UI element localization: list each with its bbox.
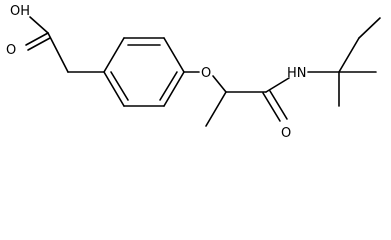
- hydroxyl-label: OH: [10, 4, 30, 19]
- bond-c-ethyl: [338, 37, 360, 73]
- bond-carbonyl-o-2: [269, 90, 288, 120]
- benzene-ring: [103, 37, 185, 107]
- ring-bond-1: [103, 37, 125, 73]
- ring-bond-6: [103, 71, 125, 107]
- propanamide-chain: [205, 77, 290, 127]
- bond-ethyl-ch3: [358, 17, 381, 39]
- ether-oxygen-label: O: [201, 66, 211, 81]
- ring-inner-double-2: [159, 71, 178, 101]
- bond-c-o-double-1: [25, 32, 49, 46]
- bond-c-oh: [29, 16, 49, 34]
- ring-bond-4: [163, 71, 185, 107]
- bond-acid-c-ch2: [47, 32, 69, 73]
- acid-carbonyl-oxygen-label: O: [6, 43, 16, 58]
- chemical-structure-diagram: OH O O HN O: [6, 4, 381, 141]
- tert-amyl-group: [307, 17, 381, 107]
- carboxylic-acid-group: [25, 16, 105, 73]
- bond-o-ch: [212, 75, 227, 93]
- bond-carbonyl-o-1: [262, 92, 281, 122]
- amide-carbonyl-oxygen-label: O: [281, 126, 291, 141]
- ether-linkage: [183, 71, 227, 93]
- bond-carbonyl-n: [265, 77, 290, 93]
- ring-bond-3: [163, 37, 185, 73]
- bond-c-o-double-2: [27, 37, 51, 51]
- ring-inner-double-3: [110, 71, 129, 101]
- bond-ch-methyl: [205, 91, 227, 127]
- amide-nitrogen-label: HN: [287, 66, 307, 81]
